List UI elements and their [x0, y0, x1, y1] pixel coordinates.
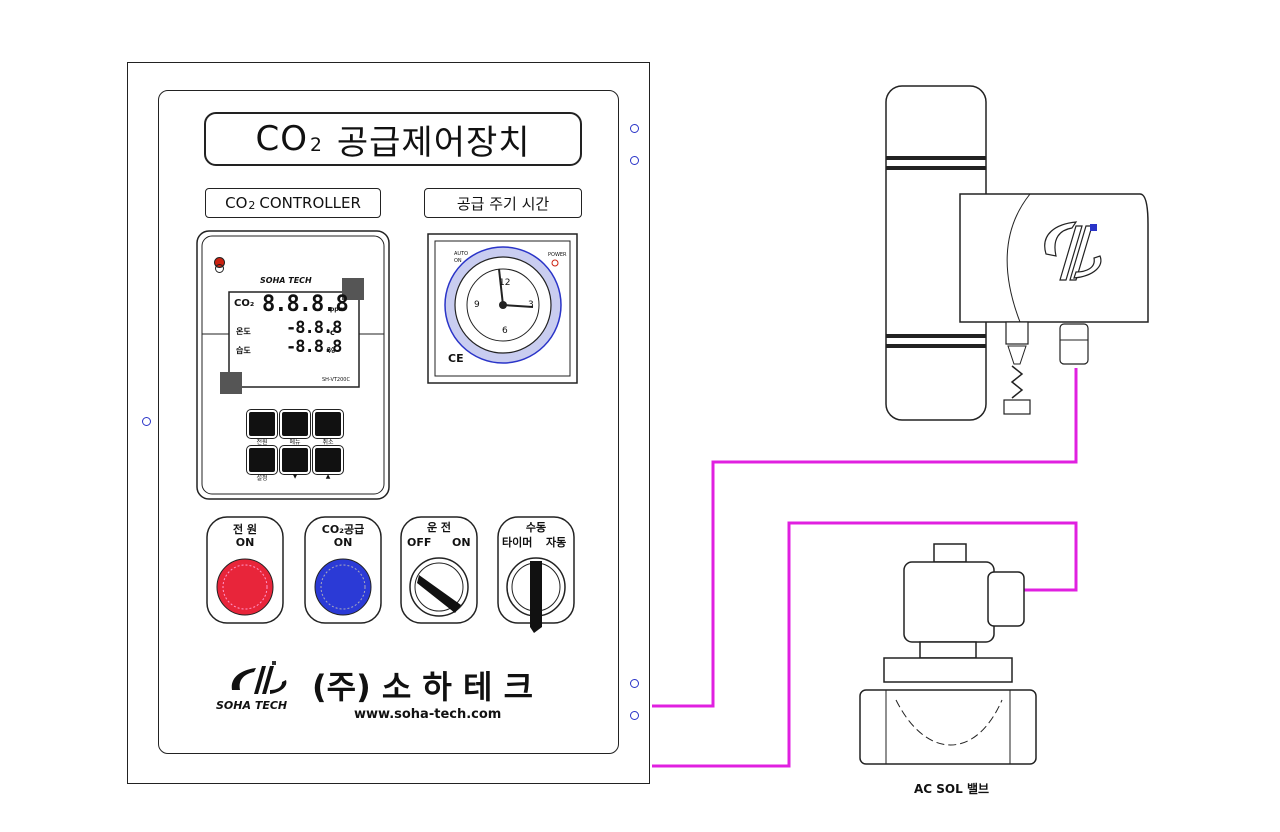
timer-number-3: 3	[528, 300, 534, 310]
controller-keypad: 전원 메뉴 취소 설정 ▼ ▲	[246, 409, 344, 482]
up-key-label: ▲	[325, 473, 331, 480]
run-switch-on-label: ON	[452, 536, 471, 549]
lcd-temp-value: -8.8.8	[286, 318, 342, 338]
indicator-row	[206, 516, 575, 633]
manual-switch-label: 수동	[525, 521, 547, 534]
timer-device	[427, 233, 578, 384]
lcd-temp-unit: °c	[326, 328, 335, 337]
run-switch-off-label: OFF	[407, 536, 432, 549]
lcd-co2-value: 8.8.8.8	[262, 292, 349, 317]
lcd-hum-value: -8.8.8	[286, 337, 342, 357]
set-key-label: 설정	[256, 475, 268, 482]
manual-switch-timer-label: 타이머	[502, 536, 533, 549]
timer-number-12: 12	[499, 278, 511, 288]
timer-power-label: POWER	[548, 252, 567, 258]
lcd-hum-label: 습도	[236, 346, 251, 355]
timer-on-label: ON	[454, 258, 462, 264]
soha-logo-icon	[231, 661, 287, 694]
controller-brand: SOHA TECH	[260, 276, 312, 285]
mounting-hole	[142, 417, 151, 426]
timer-label: 공급 주기 시간	[424, 188, 582, 218]
lcd-co2-label: CO₂	[234, 298, 255, 309]
up-key[interactable]	[312, 445, 344, 475]
solenoid-valve	[859, 543, 1037, 765]
controller-model: SH-VT200C	[322, 377, 350, 383]
co2-sensor-device	[885, 85, 1149, 421]
mounting-hole	[630, 679, 639, 688]
company-name: (주) 소 하 테 크	[312, 668, 534, 706]
control-panel-face	[158, 90, 619, 754]
timer-ce-mark: CE	[448, 352, 464, 365]
manual-switch-auto-label: 자동	[546, 536, 567, 549]
mounting-hole	[630, 156, 639, 165]
soha-logo-text: SOHA TECH	[216, 699, 288, 712]
lcd-hum-unit: %	[327, 346, 336, 355]
timer-number-6: 6	[502, 326, 508, 336]
sensor-icon	[215, 264, 224, 273]
timer-number-9: 9	[474, 300, 480, 310]
cancel-key[interactable]	[312, 409, 344, 439]
set-key[interactable]	[246, 445, 278, 475]
valve-label: AC SOL 밸브	[914, 782, 990, 796]
mounting-hole	[630, 124, 639, 133]
power-key[interactable]	[246, 409, 278, 439]
company-url[interactable]: www.soha-tech.com	[354, 707, 502, 722]
cancel-key-label: 취소	[322, 439, 334, 446]
down-key[interactable]	[279, 445, 311, 475]
run-switch-label: 운 전	[426, 521, 452, 534]
menu-key[interactable]	[279, 409, 311, 439]
timer-auto-label: AUTO	[454, 251, 469, 257]
menu-key-label: 메뉴	[289, 439, 301, 446]
mounting-hole	[630, 711, 639, 720]
down-key-label: ▼	[292, 473, 298, 480]
power-key-label: 전원	[256, 439, 268, 446]
lcd-temp-label: 온도	[236, 327, 251, 336]
lcd-ppm-unit: ppm	[330, 306, 345, 313]
